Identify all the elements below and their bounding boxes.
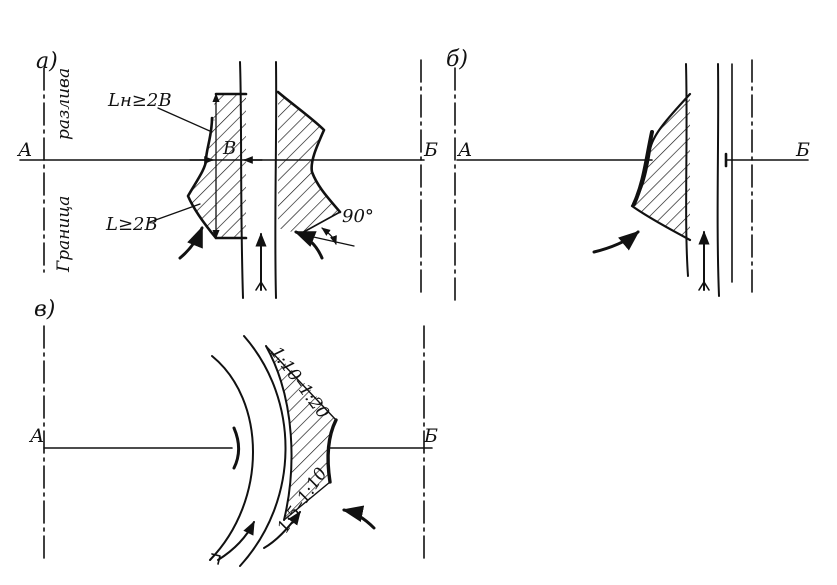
- point-b-b: Б: [795, 139, 810, 161]
- panel-b: б) А Б: [446, 47, 810, 301]
- leader-l: [149, 203, 201, 223]
- panel-b-label: б): [446, 47, 468, 72]
- dimension-b-label: В: [222, 138, 236, 159]
- panel-a-label: а): [36, 49, 58, 74]
- current-arrow-v-left: [217, 520, 255, 561]
- boundary-label-lower: Граница: [54, 196, 74, 273]
- panel-v-label: в): [34, 297, 55, 322]
- flow-arrow-v-right: [341, 505, 376, 530]
- panel-v: в) А Б 1:10–1:20 1:5–1:10: [28, 297, 438, 567]
- point-a: А: [16, 139, 32, 161]
- ice-cut-b-hatch: [632, 94, 690, 240]
- channel-bank-right-b: [716, 63, 720, 297]
- leader-ln: [157, 107, 213, 133]
- ice-cut-b-edge: [632, 130, 654, 206]
- label-ln-2b: Lн≥2В: [107, 90, 172, 111]
- ice-cut-right-hatch: [278, 92, 340, 234]
- ice-cut-left-edge: [186, 92, 248, 240]
- ice-cut-right-edge: [276, 90, 342, 214]
- angle-label: 90°: [342, 206, 374, 227]
- flow-arrow-b: [592, 230, 640, 254]
- ice-cut-v-edge: [326, 418, 338, 484]
- panel-a: а) разлива Граница А Б В Lн≥2В L≥2В: [16, 49, 438, 299]
- flow-arrow-left: [178, 226, 204, 260]
- curved-bank-left: [209, 355, 254, 561]
- point-a-b: А: [456, 139, 472, 161]
- boundary-label-upper: разлива: [54, 68, 74, 140]
- angle-arc: [321, 227, 337, 245]
- ice-cut-left-hatch: [188, 94, 246, 238]
- channel-bank-right: [274, 61, 278, 299]
- point-b-v: Б: [423, 425, 438, 447]
- point-b: Б: [423, 139, 438, 161]
- label-l-2b: L≥2В: [105, 214, 158, 235]
- point-a-v: А: [28, 425, 44, 447]
- curved-bank-middle: [239, 335, 287, 567]
- current-arrow-v-right: [263, 510, 301, 549]
- flow-arrow-right: [294, 230, 324, 260]
